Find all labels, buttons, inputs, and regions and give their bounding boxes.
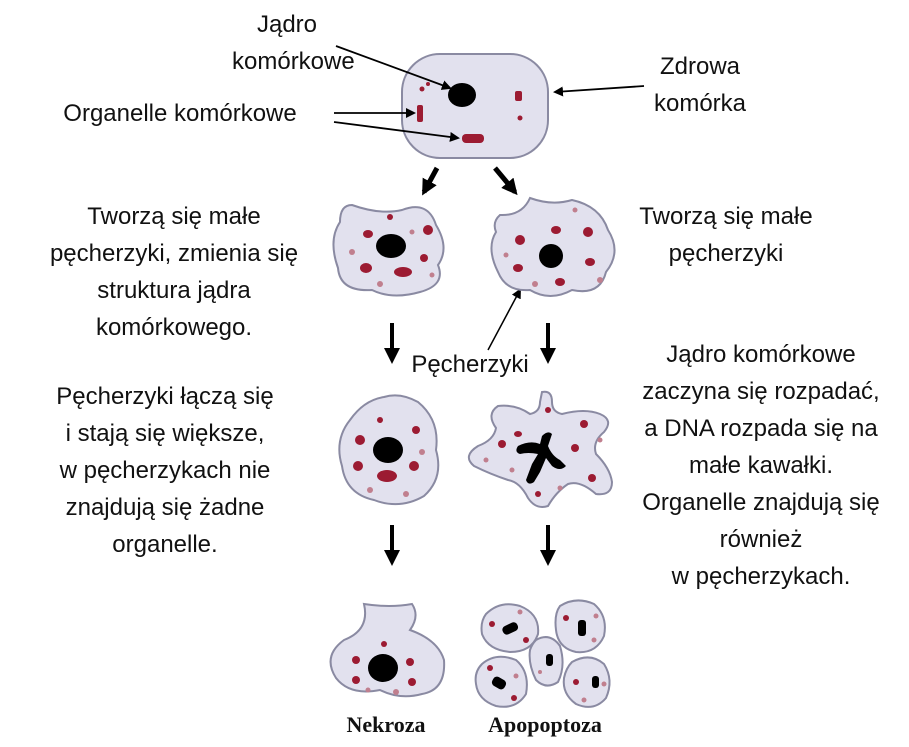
- organelles-label: Organelle komórkowe: [30, 95, 330, 132]
- healthy-cell-nucleus: [448, 83, 476, 107]
- apoptosis-label: Apopoptoza: [470, 712, 620, 738]
- necrosis-cell-step1: [333, 205, 443, 296]
- necrosis-final-cell: [331, 604, 445, 696]
- necrosis-cell-step2: [339, 395, 438, 504]
- nucleus-label: Jądro komórkowe: [232, 6, 342, 80]
- healthy-cell-label: Zdrowa komórka: [640, 48, 760, 122]
- vesicles-label: Pęcherzyki: [400, 346, 540, 383]
- apoptosis-cell-step2: [469, 392, 612, 507]
- necrosis-step1-description: Tworzą się małe pęcherzyki, zmienia się …: [24, 198, 324, 346]
- apoptosis-step1-description: Tworzą się małe pęcherzyki: [614, 198, 838, 272]
- apoptotic-bodies: [476, 600, 610, 706]
- healthy-cell: [402, 54, 548, 158]
- necrosis-step2-description: Pęcherzyki łączą się i stają się większe…: [30, 378, 300, 563]
- necrosis-label: Nekroza: [336, 712, 436, 738]
- apoptosis-step2-description: Jądro komórkowe zaczyna się rozpadać, a …: [616, 336, 906, 595]
- apoptosis-cell-step1: [491, 198, 614, 296]
